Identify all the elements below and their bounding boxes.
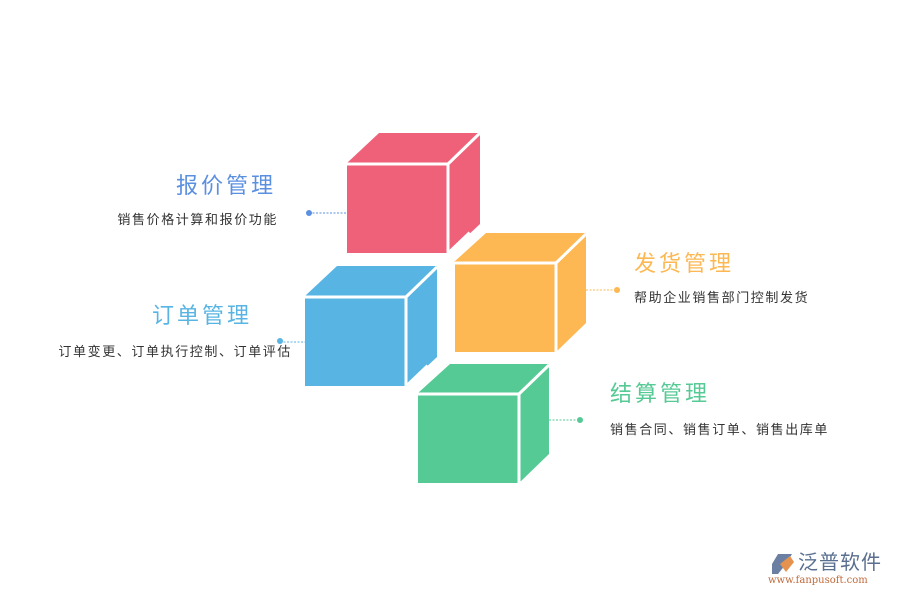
module-title-settlement: 结算管理 bbox=[610, 382, 711, 407]
logo-name: 泛普软件 bbox=[798, 550, 882, 574]
module-title-shipping: 发货管理 bbox=[634, 252, 735, 277]
module-desc-quote: 销售价格计算和报价功能 bbox=[117, 213, 278, 228]
cube-settlement bbox=[404, 360, 556, 484]
cube-shipping bbox=[446, 231, 588, 353]
logo-mark-icon bbox=[772, 554, 794, 574]
connector-settlement bbox=[549, 417, 583, 423]
cube-order bbox=[305, 265, 439, 387]
module-title-quote: 报价管理 bbox=[175, 174, 276, 199]
module-title-order: 订单管理 bbox=[151, 304, 252, 329]
module-desc-settlement: 销售合同、销售订单、销售出库单 bbox=[610, 423, 830, 438]
connector-order bbox=[277, 338, 305, 344]
module-desc-order: 订单变更、订单执行控制、订单评估 bbox=[58, 345, 292, 360]
connector-shipping bbox=[586, 287, 620, 293]
logo-url: www.fanpusoft.com bbox=[768, 575, 868, 586]
cube-quote bbox=[347, 131, 482, 254]
connector-quote bbox=[306, 210, 347, 216]
module-desc-shipping: 帮助企业销售部门控制发货 bbox=[634, 291, 810, 306]
brand-logo: 泛普软件 www.fanpusoft.com bbox=[766, 550, 896, 590]
